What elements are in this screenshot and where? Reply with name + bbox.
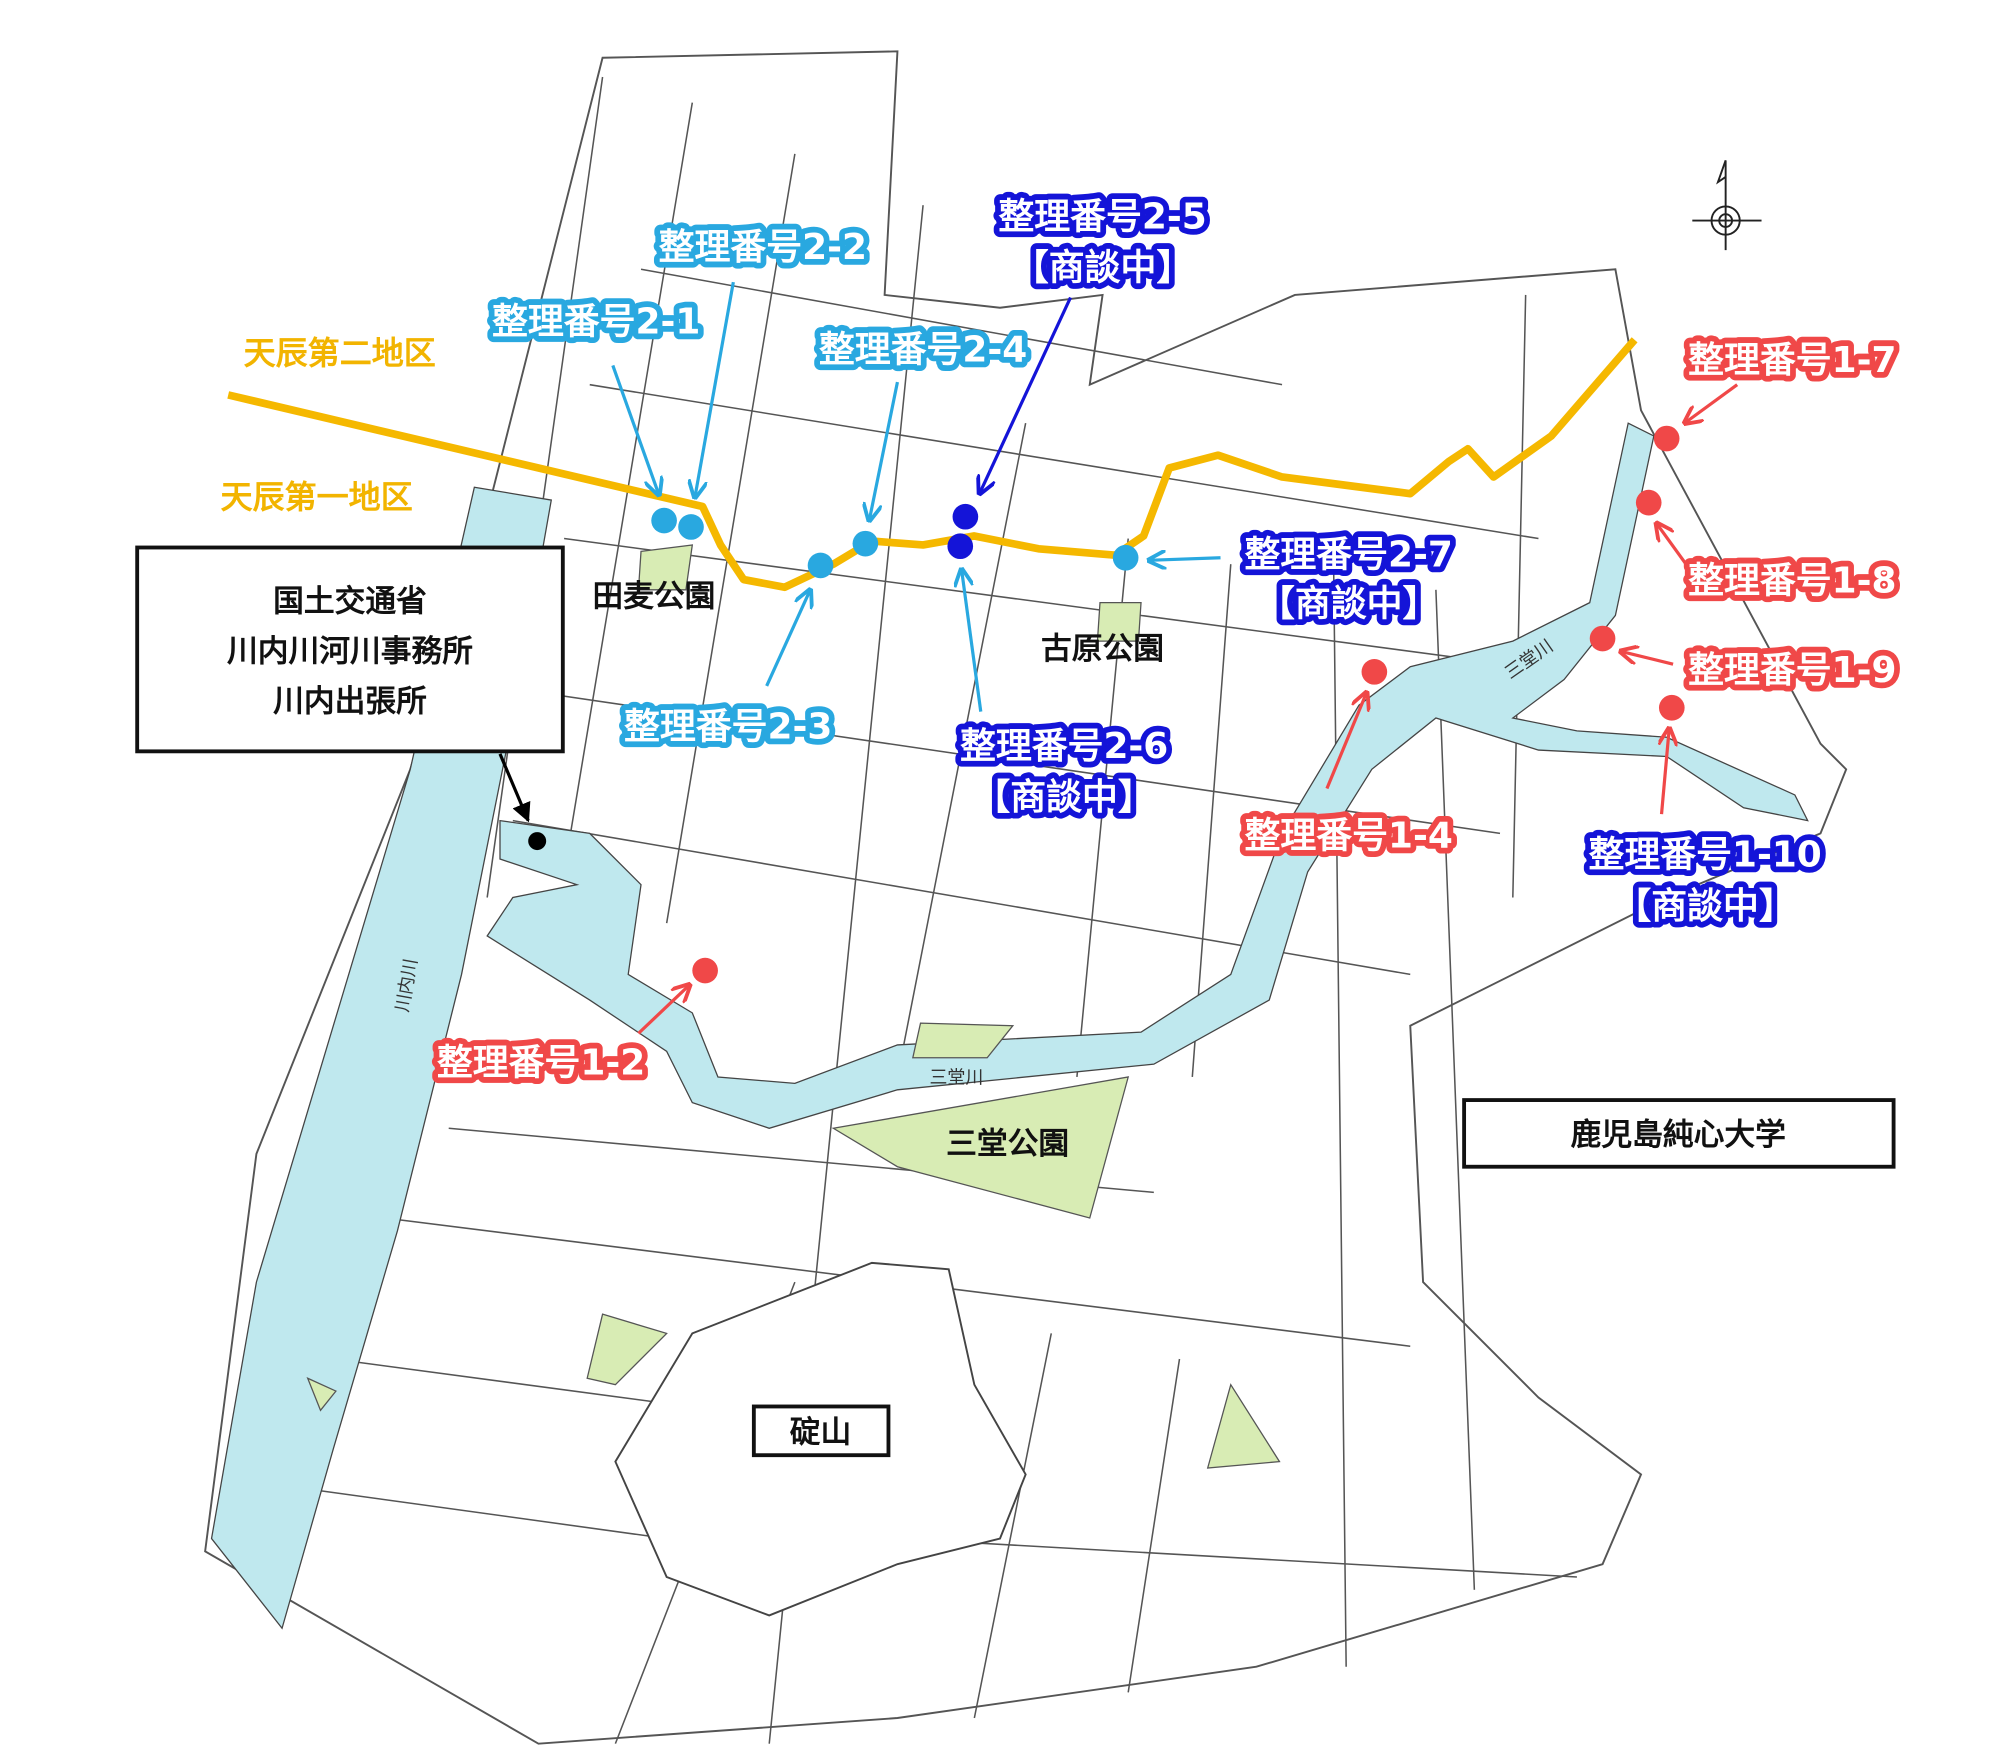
district-label-first: 天辰第一地区	[221, 478, 413, 516]
lot-arrows	[611, 281, 1739, 1035]
park-area	[306, 1377, 337, 1412]
lot-label-1-2: 整理番号1-2	[437, 1042, 645, 1083]
lot-marker-1-9[interactable]	[1589, 625, 1616, 652]
lot-label-1-10: 整理番号1-10	[1588, 835, 1821, 876]
lot-marker-2-4[interactable]	[852, 530, 879, 557]
lot-label-2-4: 整理番号2-4	[819, 330, 1027, 371]
lot-status-1-10: 【商談中】	[1615, 886, 1794, 927]
office-pointer-arrow	[498, 753, 531, 823]
lot-label-2-5: 整理番号2-5	[998, 196, 1206, 237]
north-arrow-icon	[1692, 160, 1762, 251]
lot-marker-2-7[interactable]	[1112, 544, 1139, 571]
sando-park-area	[831, 1076, 1130, 1219]
lot-marker-2-5[interactable]	[952, 503, 979, 530]
lot-label-2-1: 整理番号2-1	[492, 301, 700, 342]
university-label: 鹿児島純心大学	[1571, 1117, 1786, 1153]
office-box	[135, 545, 565, 754]
district-boundary-line	[227, 337, 1638, 592]
sando-park-label: 三堂公園	[946, 1126, 1069, 1162]
lot-marker-2-3[interactable]	[807, 552, 834, 579]
furuhara-park-area	[1096, 601, 1142, 642]
lot-label-1-9: 整理番号1-9	[1688, 650, 1896, 691]
district-label-second: 天辰第二地区	[244, 334, 436, 372]
university-box	[1462, 1098, 1896, 1169]
lot-label-2-7: 整理番号2-7	[1245, 535, 1453, 576]
lot-marker-2-1[interactable]	[651, 507, 677, 534]
lot-label-2-2: 整理番号2-2	[659, 227, 867, 268]
park-area	[586, 1313, 668, 1386]
park-area	[912, 1022, 1015, 1059]
lot-labels: 整理番号2-1 整理番号2-2 整理番号2-4 整理番号2-5 【商談中】 整理…	[431, 191, 1902, 1090]
lot-status-2-5: 【商談中】	[1013, 248, 1192, 289]
lot-marker-1-4[interactable]	[1361, 659, 1388, 685]
park-area	[1206, 1383, 1281, 1469]
tamugi-park-area	[637, 544, 694, 591]
lot-label-2-3: 整理番号2-3	[624, 707, 832, 748]
lot-status-2-6: 【商談中】	[974, 777, 1153, 818]
lot-marker-1-8[interactable]	[1635, 489, 1662, 516]
lot-status-2-7: 【商談中】	[1259, 583, 1438, 624]
lot-label-1-7: 整理番号1-7	[1688, 340, 1896, 381]
lot-marker-1-2[interactable]	[692, 957, 718, 984]
lot-label-1-4: 整理番号1-4	[1245, 816, 1453, 857]
lot-marker-2-2[interactable]	[678, 514, 704, 540]
lot-label-2-6: 整理番号2-6	[960, 726, 1168, 767]
lot-label-1-8: 整理番号1-8	[1688, 560, 1896, 601]
sando-river	[486, 422, 1809, 1129]
lot-markers	[651, 425, 1685, 984]
tamugi-park-label: 田麦公園	[592, 578, 715, 614]
office-line2: 川内川河川事務所	[227, 634, 473, 670]
office-line1: 国土交通省	[273, 584, 427, 620]
mountain-label: 碇山	[790, 1414, 852, 1450]
sando-river-label: 三堂川	[929, 1067, 983, 1088]
mountain-box	[751, 1404, 891, 1458]
lot-marker-1-10[interactable]	[1658, 694, 1685, 721]
office-location-dot	[528, 832, 547, 851]
lot-marker-2-6[interactable]	[947, 533, 974, 560]
lot-marker-1-7[interactable]	[1653, 425, 1680, 452]
furuhara-park-label: 古原公園	[1041, 631, 1164, 667]
office-line3: 川内出張所	[273, 684, 427, 720]
